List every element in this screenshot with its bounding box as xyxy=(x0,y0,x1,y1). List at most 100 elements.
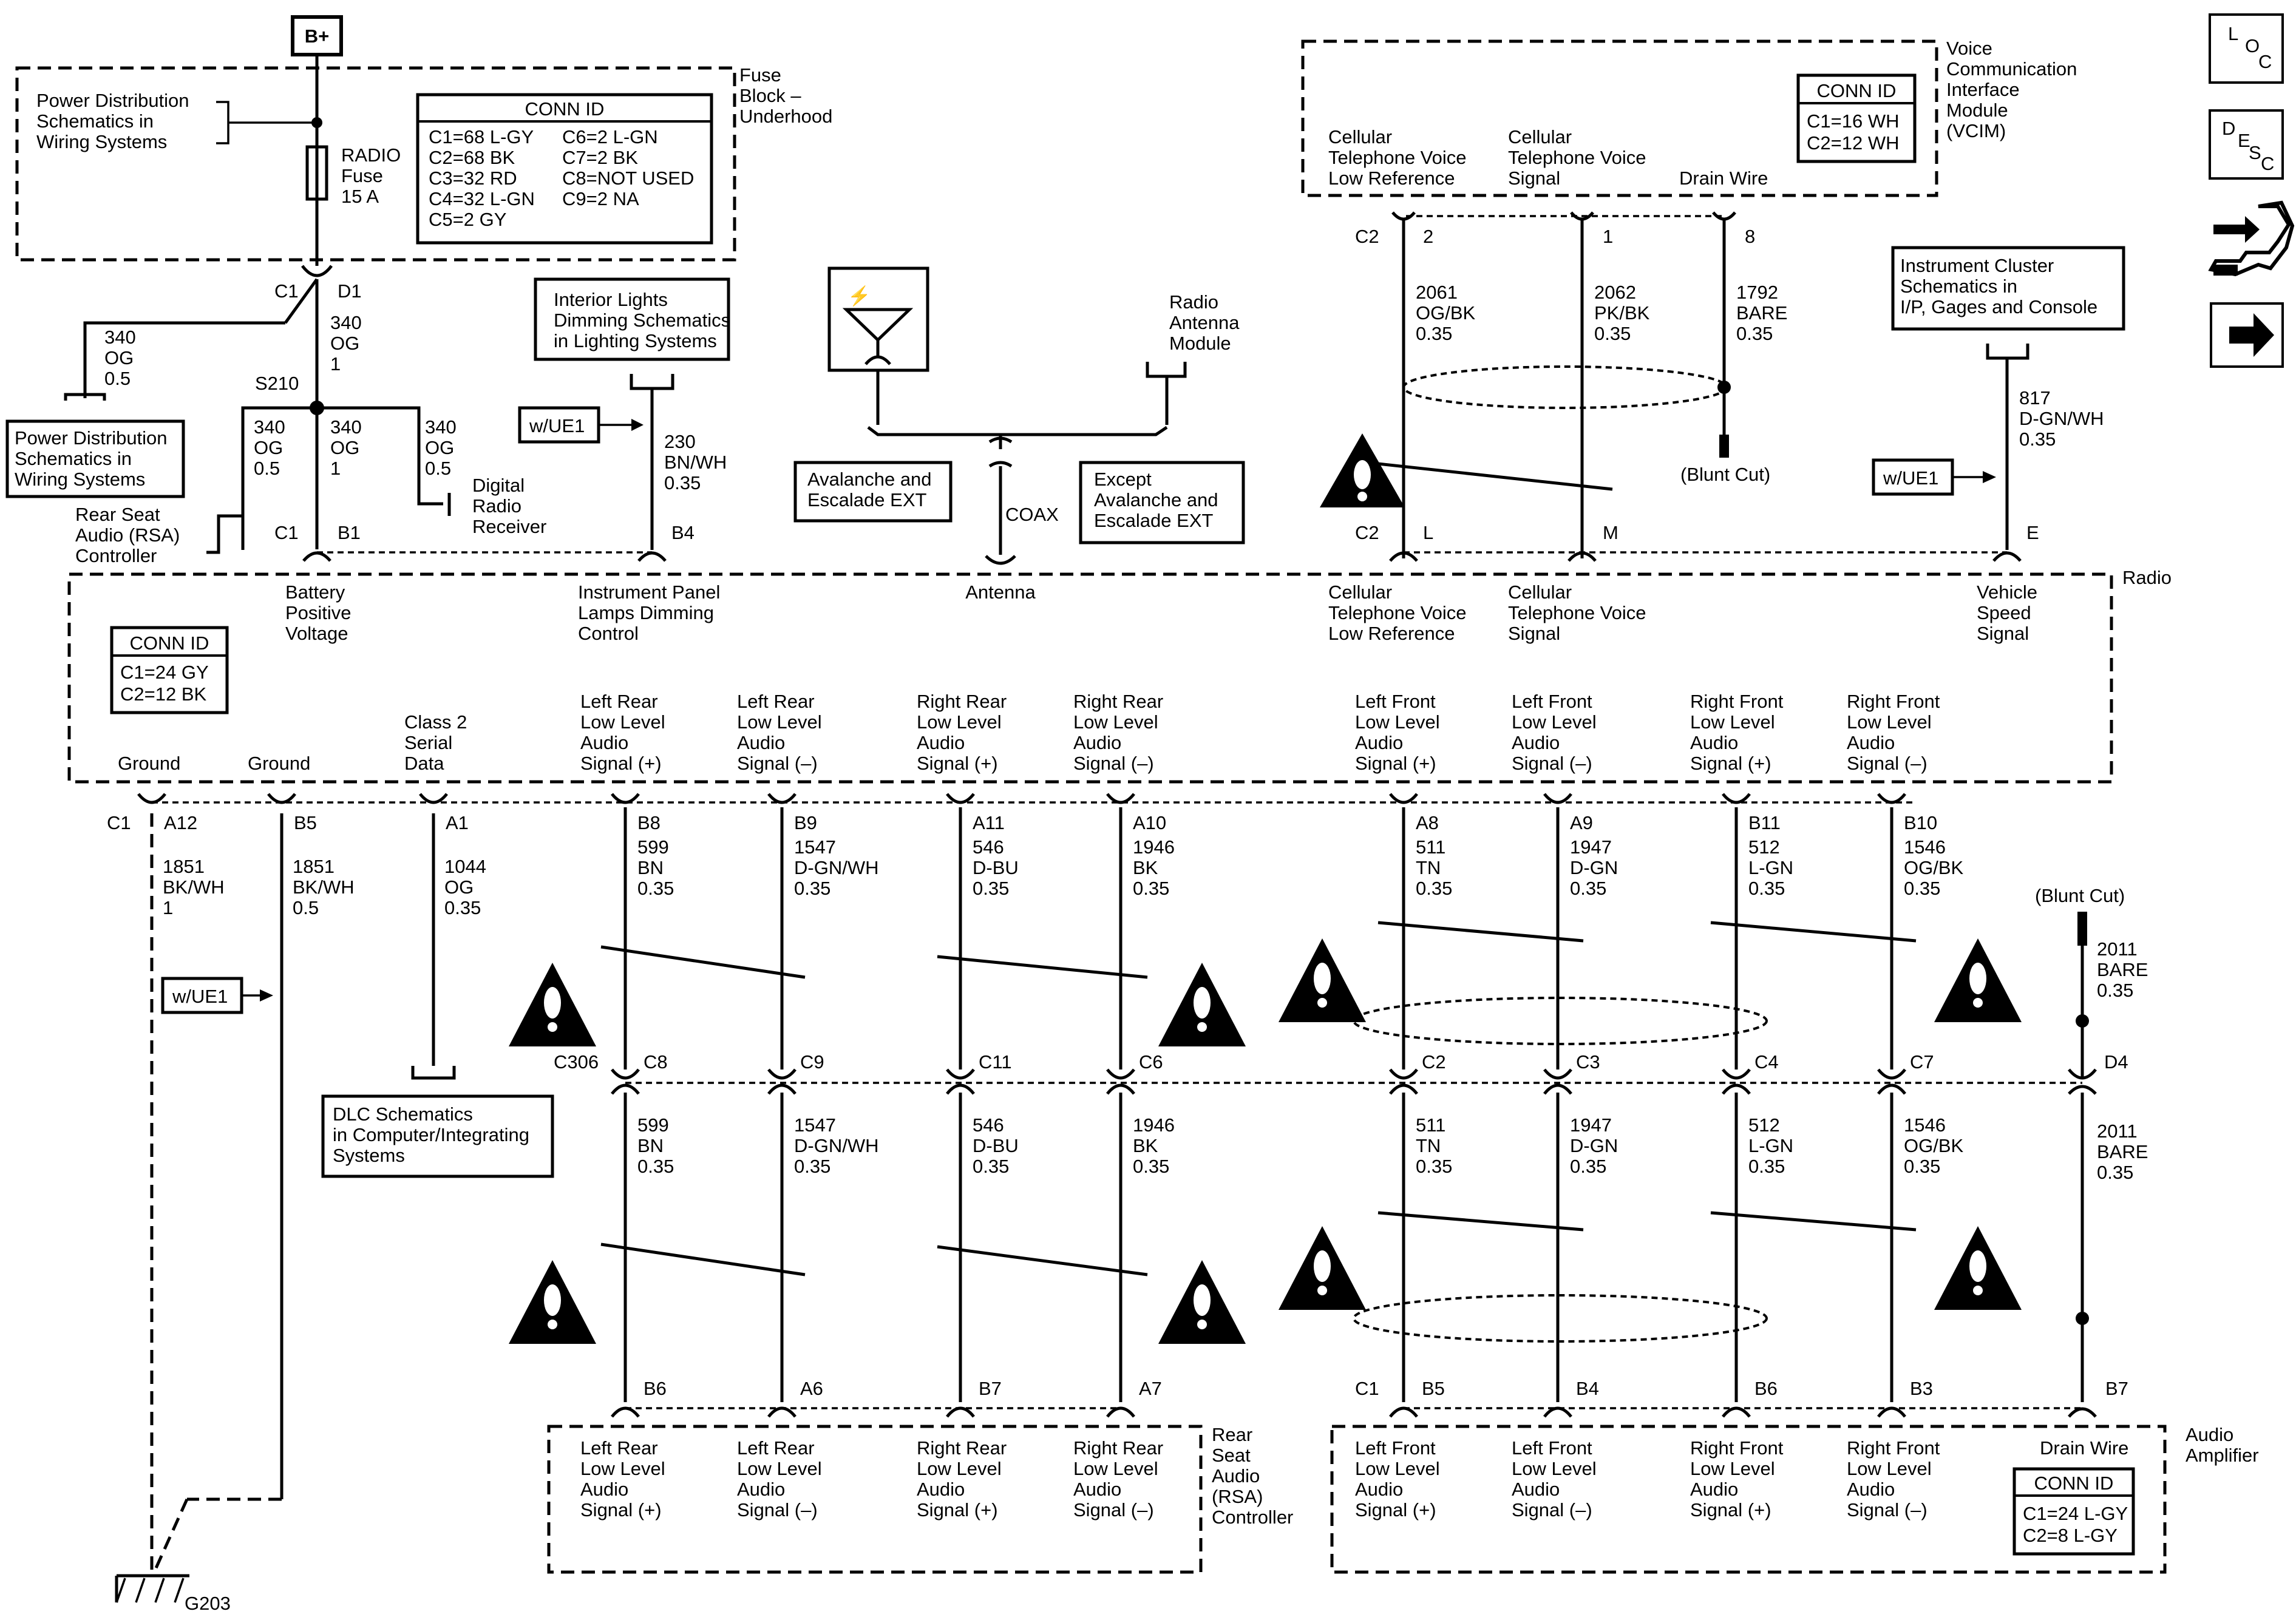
wire-label: D-BU xyxy=(973,857,1019,878)
radio-pin-label: B8 xyxy=(637,812,661,833)
wire-label: 0.35 xyxy=(973,878,1009,899)
avalanche-box xyxy=(793,461,953,523)
svg-text:Left Rear: Left Rear xyxy=(580,1437,658,1459)
wire-label: D-BU xyxy=(973,1135,1019,1156)
c1-label: C1 xyxy=(274,280,299,302)
svg-text:C2=12 BK: C2=12 BK xyxy=(120,683,207,705)
svg-text:Instrument Panel: Instrument Panel xyxy=(578,581,720,603)
twisted-pair-line xyxy=(600,1242,806,1276)
connector-pin xyxy=(419,793,448,804)
option-ue1-cluster: w/UE1 xyxy=(1872,458,1996,496)
svg-text:2061: 2061 xyxy=(1416,282,1458,303)
inline-pin-label: C11 xyxy=(979,1051,1012,1073)
wire-label: 1851 xyxy=(163,856,205,877)
wire-340-og-05-rsa: 340 OG 0.5 xyxy=(254,416,285,479)
wire-label: 0.35 xyxy=(794,1156,830,1177)
svg-text:Low Level: Low Level xyxy=(737,1458,822,1479)
dlc-schematics-ref[interactable] xyxy=(321,1094,554,1178)
warning-icon xyxy=(1279,938,1366,1022)
svg-text:PK/BK: PK/BK xyxy=(1594,302,1650,324)
radio-outline xyxy=(67,572,2113,784)
twisted-pair-line xyxy=(1377,1211,1584,1232)
svg-text:C9=2 NA: C9=2 NA xyxy=(562,188,639,209)
svg-text:C: C xyxy=(2258,51,2272,72)
wire-label: 0.35 xyxy=(1133,878,1169,899)
amplifier-title: Audio Amplifier xyxy=(2186,1424,2259,1466)
d1-label: D1 xyxy=(338,280,362,302)
power-distribution-ref-left[interactable] xyxy=(5,419,185,498)
desc-button[interactable]: D E S C xyxy=(2209,109,2284,180)
twisted-pair-line xyxy=(1710,1211,1917,1232)
svg-text:Left Rear: Left Rear xyxy=(737,691,815,712)
connector-pin xyxy=(946,793,975,804)
svg-text:Right Front: Right Front xyxy=(1690,691,1784,712)
module-pin-label: A7 xyxy=(1139,1378,1162,1399)
svg-text:Cellular: Cellular xyxy=(1328,126,1392,147)
twisted-pair-line xyxy=(600,945,806,979)
svg-text:Dimming Schematics: Dimming Schematics xyxy=(554,310,730,331)
module-pin-label: B4 xyxy=(1576,1378,1599,1399)
svg-text:C1=68 L-GY: C1=68 L-GY xyxy=(429,126,534,147)
svg-text:Drain Wire: Drain Wire xyxy=(2040,1437,2128,1459)
svg-text:Except: Except xyxy=(1094,469,1152,490)
svg-text:Low Level: Low Level xyxy=(1073,711,1158,733)
svg-text:Signal (–): Signal (–) xyxy=(1073,753,1154,774)
connector-pin xyxy=(767,793,796,804)
module-pin-label: B7 xyxy=(979,1378,1002,1399)
svg-text:2: 2 xyxy=(1423,226,1433,247)
wire-340-og-1-top: 340 OG 1 xyxy=(330,312,362,375)
svg-text:Audio: Audio xyxy=(737,1479,785,1500)
svg-text:S: S xyxy=(2249,142,2261,163)
wire-label: L-GN xyxy=(1748,1135,1793,1156)
svg-text:1: 1 xyxy=(330,458,341,479)
wire-label: 511 xyxy=(1416,836,1445,858)
svg-text:15 A: 15 A xyxy=(341,186,379,207)
connector-pin xyxy=(1389,793,1418,804)
svg-text:Antenna: Antenna xyxy=(1169,312,1240,333)
fuse-block-conn-id: CONN ID C1=68 L-GY C2=68 BK C3=32 RD C4=… xyxy=(416,93,713,245)
svg-text:Telephone Voice: Telephone Voice xyxy=(1328,147,1467,168)
svg-text:C2: C2 xyxy=(1355,226,1379,247)
svg-text:C3=32 RD: C3=32 RD xyxy=(429,168,517,189)
fuse-block-outline xyxy=(15,66,736,262)
arrow-right-icon[interactable] xyxy=(2210,302,2284,368)
radio-antenna-module: Radio Antenna Module xyxy=(1146,291,1240,425)
svg-text:Left Front: Left Front xyxy=(1512,1437,1592,1459)
svg-text:Right Rear: Right Rear xyxy=(1073,691,1163,712)
svg-text:C6=2 L-GN: C6=2 L-GN xyxy=(562,126,658,147)
connector-pin xyxy=(1722,1083,1751,1095)
svg-text:Right Front: Right Front xyxy=(1690,1437,1784,1459)
svg-text:BARE: BARE xyxy=(1736,302,1787,324)
svg-text:Signal: Signal xyxy=(1508,168,1560,189)
vcim-wire-2061: 2061 OG/BK 0.35 xyxy=(1391,211,1476,558)
vcim-conn-id: CONN ID C1=16 WH C2=12 WH xyxy=(1796,73,1917,163)
svg-text:C1=24 L-GY: C1=24 L-GY xyxy=(2023,1503,2128,1524)
svg-text:L: L xyxy=(2228,23,2238,44)
instrument-cluster-ref[interactable] xyxy=(1891,246,2125,331)
svg-text:Signal (+): Signal (+) xyxy=(1355,753,1436,774)
svg-text:OG: OG xyxy=(254,437,283,458)
connector-pin xyxy=(1877,1083,1906,1095)
svg-text:Systems: Systems xyxy=(333,1145,405,1166)
svg-text:OG: OG xyxy=(330,333,359,354)
svg-text:Telephone Voice: Telephone Voice xyxy=(1508,147,1646,168)
svg-text:Amplifier: Amplifier xyxy=(2186,1445,2259,1466)
svg-text:C1: C1 xyxy=(1355,1378,1379,1399)
svg-text:G203: G203 xyxy=(185,1593,231,1614)
svg-text:D4: D4 xyxy=(2104,1051,2128,1073)
svg-text:Low Level: Low Level xyxy=(737,711,822,733)
connector-tool-icon[interactable] xyxy=(2208,200,2295,277)
svg-text:Left Front: Left Front xyxy=(1355,691,1436,712)
radio-pin-label: A12 xyxy=(164,812,197,833)
svg-text:Data: Data xyxy=(404,753,444,774)
wire-label: 512 xyxy=(1748,1114,1780,1136)
warning-icon xyxy=(1934,1226,2022,1310)
interior-dimming-ref[interactable] xyxy=(534,277,730,361)
svg-text:Avalanche and: Avalanche and xyxy=(807,469,932,490)
svg-text:BARE: BARE xyxy=(2097,1141,2148,1162)
loc-button[interactable]: L O C xyxy=(2209,13,2284,84)
svg-text:Audio: Audio xyxy=(1512,1479,1560,1500)
power-distribution-ref-top[interactable]: Power Distribution Schematics in Wiring … xyxy=(36,90,322,152)
svg-text:OG/BK: OG/BK xyxy=(1416,302,1476,324)
svg-text:Low Reference: Low Reference xyxy=(1328,168,1455,189)
